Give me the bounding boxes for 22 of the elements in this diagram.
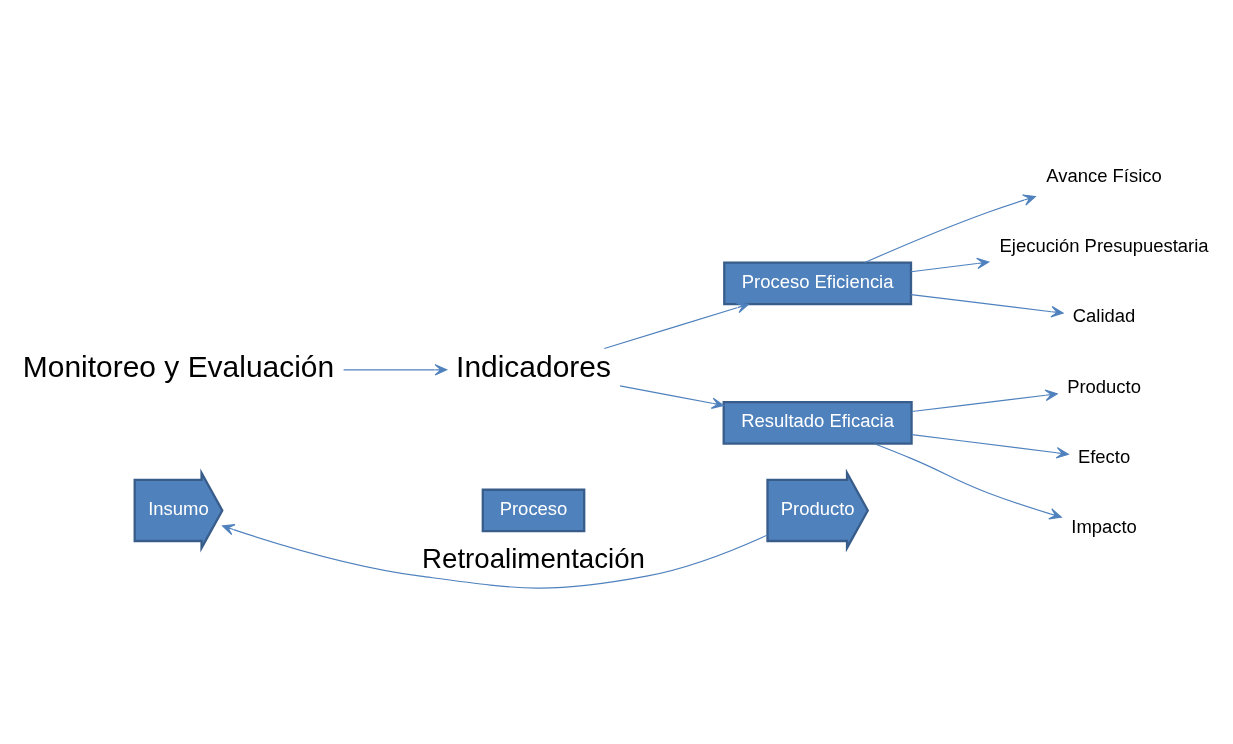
arrow — [619, 384, 725, 409]
node-text: Ejecución Presupuestaria — [999, 234, 1209, 256]
edge-label: Retroalimentación — [422, 542, 645, 574]
node-text: Impacto — [1071, 515, 1137, 537]
node-text: Avance Físico — [1046, 164, 1162, 186]
arrow — [864, 194, 1036, 263]
node-text: Indicadores — [456, 349, 611, 383]
arrow — [221, 523, 768, 589]
arrow — [603, 301, 750, 349]
node-box: Proceso — [481, 488, 586, 532]
node-text: Efecto — [1077, 445, 1131, 467]
node-text: Calidad — [1072, 304, 1136, 326]
arrow — [910, 257, 990, 272]
arrow — [873, 442, 1062, 519]
node-box: Resultado Eficacia — [722, 400, 913, 445]
arrow — [911, 389, 1058, 412]
node-text: Monitoreo y Evaluación — [22, 349, 335, 383]
arrow — [910, 293, 1064, 317]
arrow — [343, 363, 448, 376]
node-box: Proceso Eficiencia — [723, 261, 913, 305]
arrow — [911, 433, 1069, 459]
node-text: Producto — [1067, 375, 1141, 397]
